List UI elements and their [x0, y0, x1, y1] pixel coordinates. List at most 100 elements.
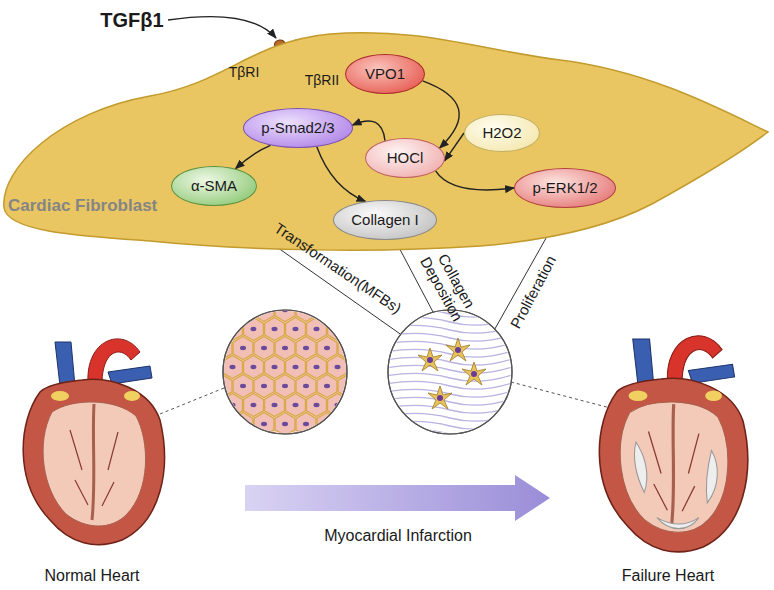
cardiomyocyte [317, 413, 337, 436]
cardiomyocyte [328, 318, 348, 341]
nucleus [272, 327, 278, 331]
signal-ellipse: p-Smad2/3 [243, 108, 353, 148]
cardiomyocyte [349, 318, 369, 341]
failure-heart [657, 518, 699, 529]
collagen-fiber [385, 365, 515, 373]
cardiomyocyte [254, 337, 274, 360]
failure-heart [599, 336, 747, 552]
myofibroblast [418, 348, 442, 371]
ligand-name: TGFβ1 [100, 9, 163, 32]
pathway-arrow [317, 147, 366, 202]
nucleus [219, 308, 225, 312]
nucleus [324, 346, 330, 350]
zoom-line [150, 388, 224, 418]
nucleus [356, 327, 362, 331]
cardiomyocyte [223, 318, 243, 341]
nucleus [303, 384, 309, 388]
caption-label: Normal Heart [44, 567, 139, 585]
failure-heart [635, 442, 647, 492]
pathway-arrow [445, 133, 464, 161]
nucleus [272, 365, 278, 369]
cardiomyocyte [233, 337, 253, 360]
cardiomyocyte [212, 375, 232, 398]
myofibroblast [462, 362, 486, 385]
cell-body: Cardiac FibroblastVPO1p-Smad2/3H2O2HOClα… [0, 0, 774, 255]
cardiomyocyte [212, 413, 232, 436]
cardiomyocyte [212, 337, 232, 360]
nucleus [303, 346, 309, 350]
cardiomyocyte [244, 394, 264, 417]
cardiomyocyte [265, 394, 285, 417]
nucleus [314, 403, 320, 407]
protein-ellipse: Collagen I [333, 200, 437, 240]
nucleus [240, 384, 246, 388]
ligand-arrow [168, 17, 276, 38]
cardiomyocyte [328, 356, 348, 379]
normal-tissue-outline [223, 310, 347, 434]
nucleus [251, 403, 257, 407]
nucleus [251, 327, 257, 331]
protein-ellipse: α-SMA [171, 166, 257, 206]
cardiomyocyte [233, 413, 253, 436]
cardiomyocyte [349, 394, 369, 417]
cardiomyocyte [296, 299, 316, 322]
nucleus [261, 308, 267, 312]
failure-heart [599, 336, 747, 552]
collagen-fiber [385, 349, 515, 357]
nucleus [293, 403, 299, 407]
cardiomyocyte [212, 299, 232, 322]
node-label: p-ERK1/2 [532, 179, 597, 196]
receptor-name: TβRII [305, 72, 340, 88]
nucleus [219, 422, 225, 426]
nucleus [324, 422, 330, 426]
node-label: p-Smad2/3 [261, 119, 334, 136]
collagen-fiber [385, 373, 515, 381]
nucleus [356, 403, 362, 407]
nucleus [251, 365, 257, 369]
myofibroblast [446, 338, 470, 361]
nucleus [345, 422, 351, 426]
cardiomyocyte [286, 394, 306, 417]
nucleus [303, 308, 309, 312]
cell-name: Cardiac Fibroblast [8, 196, 157, 216]
cardiomyocyte [307, 318, 327, 341]
nucleus [261, 346, 267, 350]
nucleus [293, 365, 299, 369]
process-label: Collagen Deposition [413, 239, 485, 331]
cardiomyocyte [265, 356, 285, 379]
nucleus [282, 422, 288, 426]
enzyme-ellipse: VPO1 [345, 54, 425, 94]
cardiomyocytes [212, 299, 369, 436]
pathway-arrow [353, 121, 386, 141]
zoom-line [511, 382, 618, 410]
cardiomyocyte [286, 318, 306, 341]
collagen-fiber [385, 397, 515, 405]
cardiomyocyte [307, 356, 327, 379]
nucleus [303, 422, 309, 426]
collagen-fiber [385, 333, 515, 341]
nucleus [356, 365, 362, 369]
process-label: Proliferation [507, 253, 560, 332]
progression-arrow [245, 475, 550, 521]
nucleus [261, 384, 267, 388]
cardiomyocyte [338, 337, 358, 360]
cardiomyocyte [275, 413, 295, 436]
cardiomyocyte [244, 356, 264, 379]
myofibroblast [428, 386, 452, 409]
nucleus [219, 346, 225, 350]
cardiomyocyte [317, 375, 337, 398]
node-label: α-SMA [191, 177, 237, 194]
nucleus [272, 403, 278, 407]
cardiomyocyte [349, 356, 369, 379]
nucleus [240, 422, 246, 426]
nucleus [293, 327, 299, 331]
cardiomyocyte [254, 299, 274, 322]
collagen-fibers [385, 309, 515, 437]
node-label: VPO1 [365, 65, 405, 82]
failure-heart [706, 450, 717, 503]
normal-heart [23, 339, 164, 545]
nucleus [345, 346, 351, 350]
nucleus [282, 384, 288, 388]
pathway-arrow [236, 145, 271, 168]
fibrotic-tissue-outline [388, 310, 512, 434]
